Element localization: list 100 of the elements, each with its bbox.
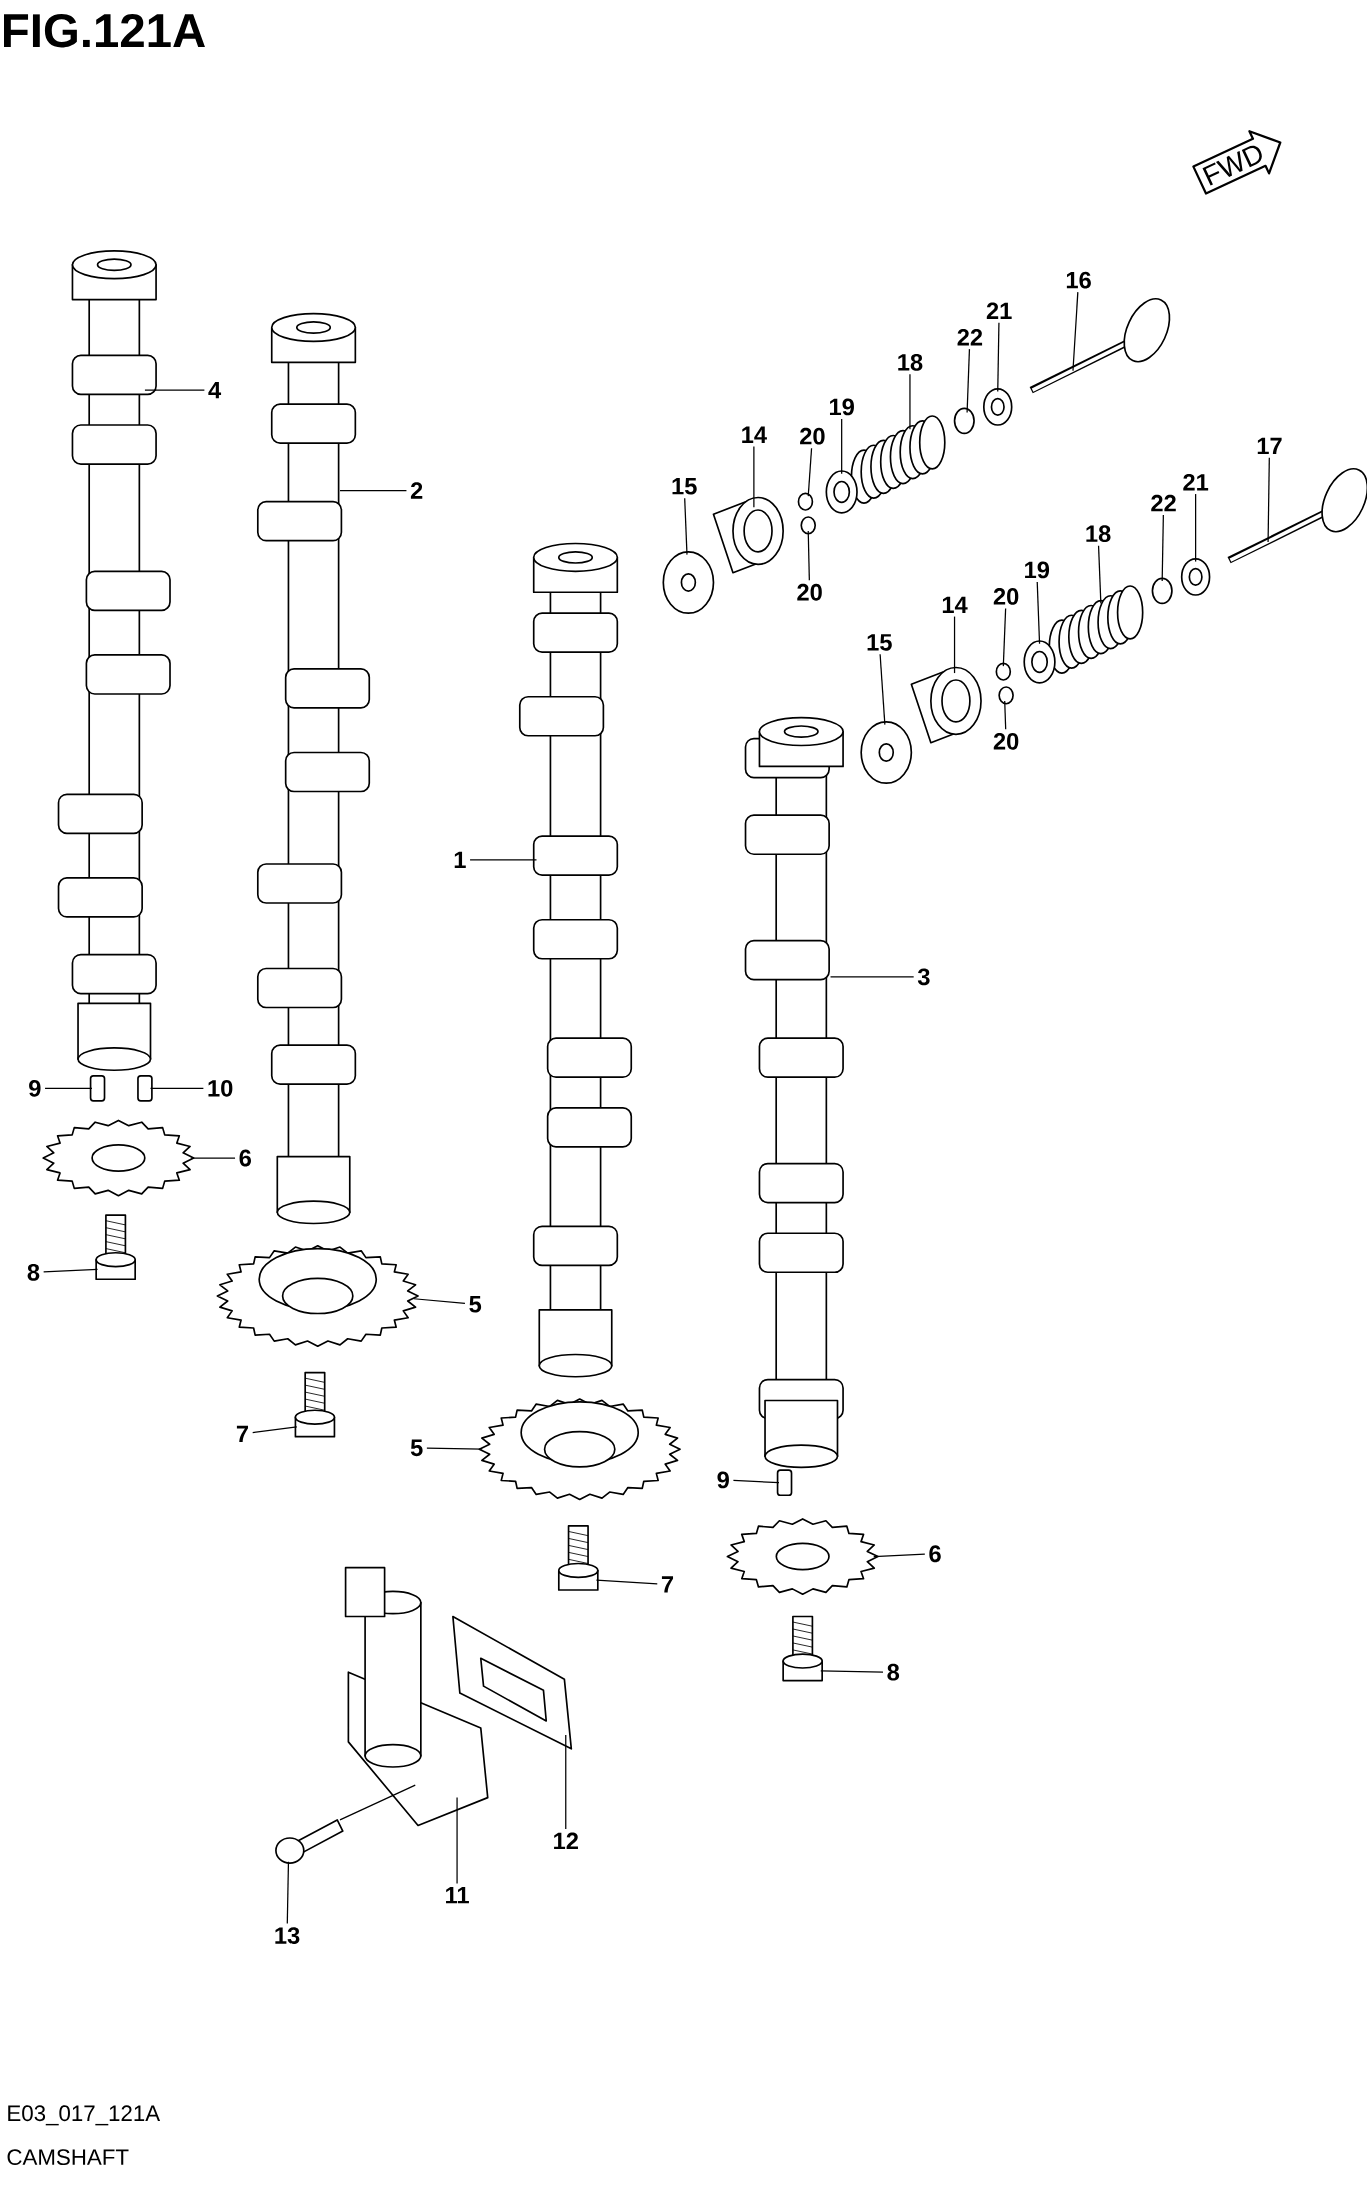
callout-number: 8 — [27, 1263, 40, 1281]
valve-drawing — [1029, 298, 1171, 394]
leader-line — [753, 445, 755, 508]
camshaft-drawing — [518, 542, 633, 1378]
seal-drawing — [1151, 577, 1173, 605]
cotter-drawing — [800, 516, 817, 535]
callout-number: 8 — [887, 1663, 900, 1681]
leader-line — [879, 653, 886, 726]
bolt-drawing — [275, 1819, 344, 1864]
leader-line — [873, 1553, 926, 1558]
callout-number: 14 — [942, 596, 968, 613]
leader-line — [44, 1087, 93, 1089]
callout-number: 4 — [208, 382, 222, 399]
pin-drawing — [89, 1074, 106, 1102]
callout-number: 6 — [239, 1149, 251, 1167]
camshaft-drawing — [744, 716, 844, 1469]
drawing-number: E03_017_121A — [8, 2105, 161, 2126]
callout-number: 5 — [469, 1296, 482, 1313]
cotter-drawing — [995, 662, 1012, 681]
leader-line — [997, 322, 1000, 393]
sprocket-drawing — [216, 1244, 419, 1347]
callout-number: 15 — [672, 478, 697, 495]
callout-number: 21 — [986, 302, 1012, 320]
callout-number: 21 — [1183, 473, 1209, 491]
callout-number: 9 — [29, 1079, 41, 1097]
leader-line — [339, 489, 408, 492]
callout-number: 1 — [454, 851, 466, 868]
leader-line — [190, 1157, 236, 1159]
bolt-drawing — [294, 1371, 336, 1438]
callout-number: 5 — [410, 1439, 423, 1457]
callout-number: 6 — [929, 1545, 941, 1563]
leader-line — [966, 348, 971, 414]
leader-line — [829, 976, 915, 978]
gasket-drawing — [452, 1615, 573, 1750]
bolt-drawing — [782, 1615, 823, 1682]
sprocket-drawing — [726, 1518, 879, 1595]
leader-line — [252, 1426, 298, 1434]
leader-line — [413, 1298, 466, 1305]
leader-line — [565, 1734, 567, 1830]
leader-line — [732, 1479, 780, 1484]
leader-line — [1161, 514, 1164, 582]
leader-line — [1002, 607, 1007, 667]
camshaft-drawing — [256, 312, 371, 1225]
callout-number: 7 — [661, 1576, 674, 1593]
alignment-line — [339, 1784, 416, 1821]
callout-number: 18 — [1086, 525, 1111, 543]
callout-number: 15 — [867, 634, 892, 651]
leader-line — [426, 1447, 483, 1450]
bolt-drawing — [557, 1525, 599, 1591]
washer-drawing — [825, 470, 858, 514]
callout-number: 16 — [1066, 271, 1091, 289]
control-valve-drawing — [344, 1566, 489, 1827]
leader-line — [953, 615, 956, 674]
callout-number: 20 — [993, 732, 1019, 750]
leader-line — [807, 447, 813, 497]
callout-number: 14 — [742, 426, 767, 443]
leader-line — [1097, 545, 1102, 604]
leader-line — [144, 389, 205, 391]
camshaft-drawing — [57, 250, 171, 1072]
callout-number: 2 — [410, 482, 423, 499]
shim-drawing — [662, 551, 715, 614]
sprocket-drawing — [478, 1398, 681, 1501]
callout-number: 19 — [830, 398, 854, 416]
retainer-drawing — [982, 387, 1013, 426]
callout-number: 20 — [797, 583, 822, 601]
spring-drawing — [1048, 585, 1144, 674]
leader-line — [807, 530, 810, 581]
leader-line — [684, 497, 688, 556]
leader-line — [149, 1087, 204, 1089]
leader-line — [1267, 457, 1270, 543]
washer-drawing — [1023, 640, 1056, 684]
spring-drawing — [850, 415, 946, 504]
shim-drawing — [860, 721, 913, 784]
leader-line — [43, 1268, 99, 1273]
callout-number: 22 — [1151, 494, 1176, 512]
callout-number: 20 — [800, 427, 825, 445]
callout-number: 19 — [1025, 561, 1050, 579]
seal-drawing — [953, 407, 975, 435]
callout-number: 12 — [554, 1832, 578, 1850]
bolt-drawing — [95, 1214, 136, 1281]
callout-number: 7 — [236, 1425, 248, 1443]
tappet-drawing — [712, 496, 784, 574]
leader-line — [469, 859, 538, 861]
leader-line — [456, 1797, 458, 1885]
leader-line — [1195, 493, 1197, 563]
leader-line — [595, 1579, 658, 1585]
leader-line — [1072, 291, 1079, 372]
callout-number: 22 — [957, 328, 983, 346]
figure-title: FIG.121A — [4, 13, 205, 48]
callout-number: 9 — [717, 1471, 729, 1489]
pin-drawing — [137, 1074, 153, 1102]
callout-number: 11 — [446, 1887, 469, 1904]
callout-number: 20 — [993, 588, 1019, 605]
pin-drawing — [776, 1469, 793, 1497]
leader-line — [820, 1670, 884, 1673]
cotter-drawing — [998, 686, 1014, 705]
valve-drawing — [1227, 468, 1367, 564]
sprocket-drawing — [42, 1119, 195, 1197]
leader-line — [841, 418, 843, 475]
callout-number: 18 — [898, 353, 923, 371]
